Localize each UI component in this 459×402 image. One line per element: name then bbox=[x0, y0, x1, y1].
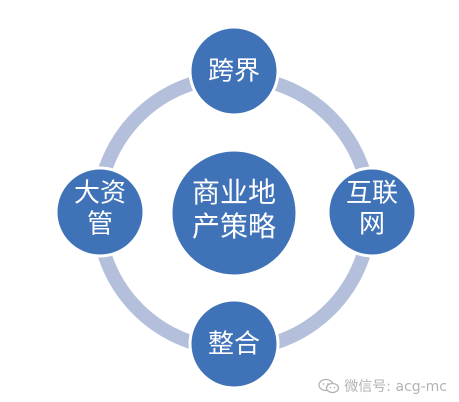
node-left-circle bbox=[54, 166, 146, 258]
node-center-circle bbox=[169, 148, 299, 278]
node-left-label-line2: 管 bbox=[87, 210, 113, 240]
node-top-circle bbox=[188, 25, 280, 117]
node-top: 跨界 bbox=[188, 25, 280, 117]
node-left: 大资 管 bbox=[54, 166, 146, 258]
watermark-text: 微信号: acg-mc bbox=[344, 379, 447, 395]
node-center-label-line1: 商业地 bbox=[192, 176, 276, 209]
node-right-circle bbox=[326, 166, 418, 258]
node-bottom-label: 整合 bbox=[208, 330, 260, 360]
node-right-label-line2: 网 bbox=[359, 210, 385, 240]
node-right-label-line1: 互联 bbox=[346, 179, 398, 209]
node-left-label-line1: 大资 bbox=[74, 179, 126, 209]
wechat-icon bbox=[318, 378, 340, 394]
node-bottom-circle bbox=[188, 298, 280, 390]
node-center-label-line2: 产策略 bbox=[192, 210, 276, 243]
node-top-label: 跨界 bbox=[208, 57, 260, 87]
node-center: 商业地 产策略 bbox=[169, 148, 299, 278]
node-bottom: 整合 bbox=[188, 298, 280, 390]
watermark: 微信号: acg-mc bbox=[318, 376, 447, 396]
node-right: 互联 网 bbox=[326, 166, 418, 258]
